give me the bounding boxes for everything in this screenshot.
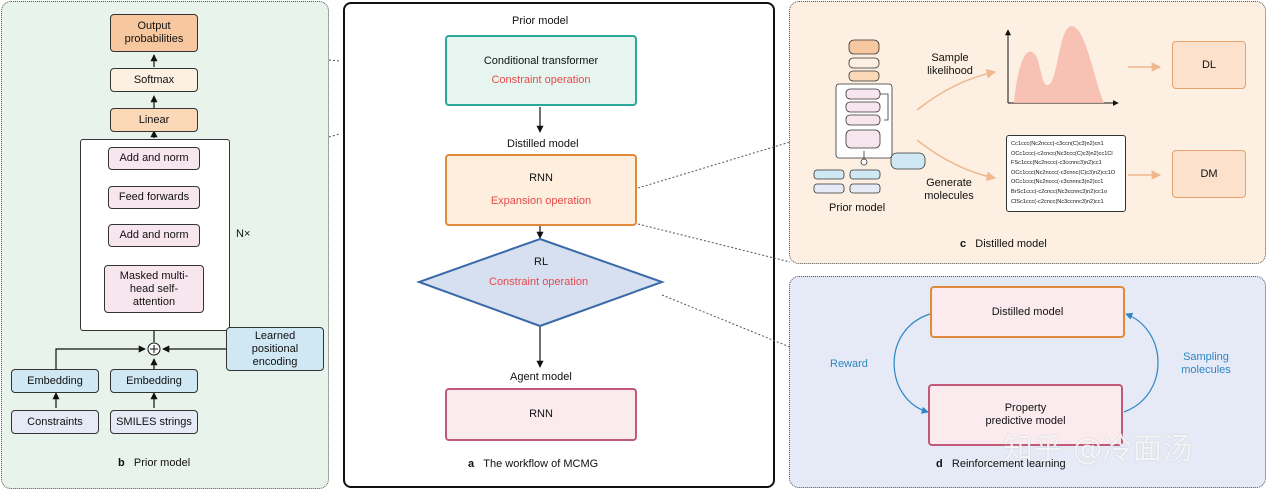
- panel-d-caption: d Reinforcement learning: [936, 458, 1066, 470]
- learned-encoding-label: Learned positional encoding: [251, 329, 299, 368]
- add-norm-bottom-box: Add and norm: [108, 224, 200, 247]
- add-norm-bottom-label: Add and norm: [119, 229, 189, 241]
- embedding-left-box: Embedding: [11, 369, 99, 393]
- masked-attention-label: Masked multi-head self-attention: [119, 269, 189, 308]
- sample-likelihood-label: Sample likelihood: [918, 52, 982, 78]
- panel-c-caption-text: Distilled model: [975, 238, 1047, 250]
- constraints-box: Constraints: [11, 410, 99, 434]
- linear-label: Linear: [138, 113, 170, 126]
- panel-d-letter: d: [936, 458, 943, 470]
- output-probabilities-label: Output probabilities: [124, 20, 184, 45]
- smiles-line: OCc1ccc(Nc2nccc(-c3cnnc(C)c3)n2)cc1O: [1011, 169, 1116, 176]
- output-probabilities-box: Output probabilities: [110, 14, 198, 52]
- conditional-transformer-label: Conditional transformer: [483, 54, 599, 67]
- watermark: 知乎 @冷面汤: [1003, 432, 1193, 467]
- panel-a-caption: a The workflow of MCMG: [468, 458, 598, 470]
- add-norm-top-label: Add and norm: [119, 152, 189, 164]
- smiles-line: BrSc1ccc(-c2cncc(Nc3ccnnc3)n2)cc1o: [1011, 188, 1108, 195]
- nx-label: N×: [236, 228, 251, 240]
- add-norm-top-box: Add and norm: [108, 147, 200, 170]
- softmax-label: Softmax: [133, 73, 175, 86]
- panel-d-caption-text: Reinforcement learning: [951, 458, 1066, 470]
- smiles-line: Cc1ccc(Nc2nccc(-c3ccn(C)c3)n2)cn1: [1011, 141, 1104, 147]
- smiles-box: SMILES strings: [110, 410, 198, 434]
- property-model-label: Property predictive model: [985, 402, 1066, 427]
- panel-c-caption: c Distilled model: [960, 238, 1047, 250]
- smiles-line: ClSc1ccc(-c2cncc(Nc3ccnnc3)n2)cc1: [1011, 198, 1104, 205]
- sampling-molecules-text: Sampling molecules: [1181, 351, 1231, 376]
- panel-a-caption-text: The workflow of MCMG: [483, 458, 599, 470]
- smiles-line: OCc1ccc(Nc2nccc(-c3cnnnc3)n2)cc1: [1011, 179, 1104, 186]
- embedding-right-label: Embedding: [126, 374, 182, 387]
- dm-box: DM: [1172, 150, 1246, 198]
- distilled-model-box: Distilled model: [930, 286, 1125, 338]
- panel-c-letter: c: [960, 238, 967, 250]
- panel-a-arrows: [416, 107, 665, 368]
- rl-label: RL: [534, 256, 549, 268]
- agent-rnn-box: RNN: [445, 388, 637, 441]
- generate-molecules-text: Generate molecules: [924, 177, 974, 202]
- constraint-operation-1-label: Constraint operation: [491, 73, 591, 86]
- embedding-left-label: Embedding: [27, 374, 83, 387]
- rnn-1-label: RNN: [529, 172, 553, 184]
- prior-model-small-label: Prior model: [829, 202, 886, 214]
- smiles-label: SMILES strings: [116, 415, 192, 428]
- expansion-operation-label: Expansion operation: [490, 195, 592, 207]
- linear-box: Linear: [110, 108, 198, 132]
- feed-forwards-box: Feed forwards: [108, 186, 200, 209]
- learned-encoding-box: Learned positional encoding: [226, 327, 324, 371]
- panel-a-letter: a: [468, 458, 475, 470]
- panel-b-caption: b Prior model: [118, 457, 190, 469]
- generate-molecules-label: Generate molecules: [917, 177, 981, 203]
- constraint-operation-2-label: Constraint operation: [489, 276, 589, 288]
- constraints-label: Constraints: [27, 415, 83, 428]
- masked-attention-box: Masked multi-head self-attention: [104, 265, 204, 313]
- sample-likelihood-text: Sample likelihood: [927, 52, 973, 77]
- dm-label: DM: [1200, 167, 1218, 180]
- distilled-model-label: Distilled model: [507, 138, 579, 150]
- smiles-line: OCc1ccc(-c2cncc(Nc3ccc(C)c3)n2)cc1Cl: [1011, 150, 1113, 157]
- embedding-right-box: Embedding: [110, 369, 198, 393]
- dl-box: DL: [1172, 41, 1246, 89]
- panel-b-caption-text: Prior model: [133, 457, 191, 469]
- softmax-box: Softmax: [110, 68, 198, 92]
- conditional-transformer-box: Conditional transformer Constraint opera…: [445, 35, 637, 106]
- distilled-model-box-label: Distilled model: [991, 305, 1064, 318]
- dl-label: DL: [1201, 58, 1217, 71]
- smiles-line: FSc1ccc(Nc2nccc(-c3ccnnc3)n2)cc1: [1011, 160, 1102, 167]
- reward-label: Reward: [830, 358, 868, 370]
- sampling-molecules-label: Sampling molecules: [1176, 350, 1236, 378]
- feed-forwards-label: Feed forwards: [118, 191, 190, 203]
- prior-model-label: Prior model: [512, 15, 569, 27]
- property-model-box: Property predictive model: [928, 384, 1123, 446]
- rnn-2-label: RNN: [529, 408, 553, 420]
- panel-b-letter: b: [118, 457, 125, 469]
- agent-model-label: Agent model: [510, 371, 572, 383]
- rnn-expansion-box: RNN Expansion operation: [445, 154, 637, 226]
